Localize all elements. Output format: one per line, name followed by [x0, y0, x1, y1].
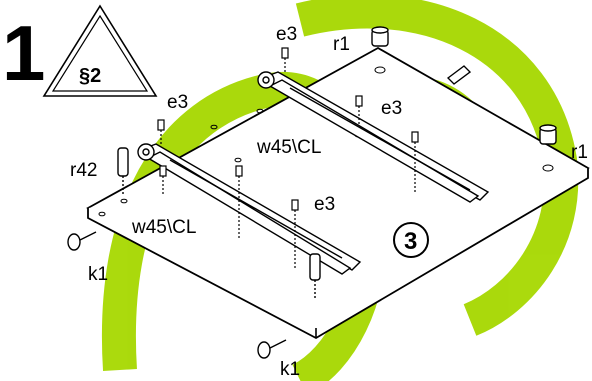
step-number: 1	[2, 9, 45, 97]
label-r42: r42	[70, 160, 97, 181]
drawer-runner-icon	[257, 71, 490, 203]
dowel-icon	[309, 253, 321, 300]
dowel-icon	[446, 65, 472, 85]
label-e3-left: e3	[167, 92, 188, 113]
screw-icon	[355, 95, 363, 126]
label-k1-bottom: k1	[280, 359, 300, 380]
dowel-icon	[117, 147, 129, 196]
label-r1-top: r1	[333, 34, 350, 55]
warning-triangle-icon	[42, 4, 158, 97]
screw-icon	[235, 165, 243, 238]
knob-icon	[257, 339, 287, 359]
cam-lock-icon	[371, 26, 389, 47]
panel-number: 3	[404, 228, 417, 255]
label-e3-top: e3	[276, 24, 297, 45]
section-badge: §2	[79, 65, 101, 87]
label-k1-left: k1	[88, 264, 108, 285]
screw-icon	[291, 199, 299, 270]
label-w45-lower: w45\CL	[131, 217, 196, 238]
label-w45-upper: w45\CL	[256, 137, 321, 158]
screw-icon	[159, 165, 167, 196]
panel-number-badge: 3	[393, 222, 429, 258]
screw-icon	[281, 47, 289, 74]
knob-icon	[67, 231, 97, 251]
label-r1-right: r1	[571, 142, 588, 163]
drawer-runner-icon	[137, 143, 362, 275]
screw-icon	[411, 131, 419, 192]
cam-lock-icon	[539, 124, 557, 145]
label-e3-mid: e3	[381, 98, 402, 119]
screw-icon	[157, 119, 165, 146]
label-e3-lower: e3	[314, 194, 335, 215]
